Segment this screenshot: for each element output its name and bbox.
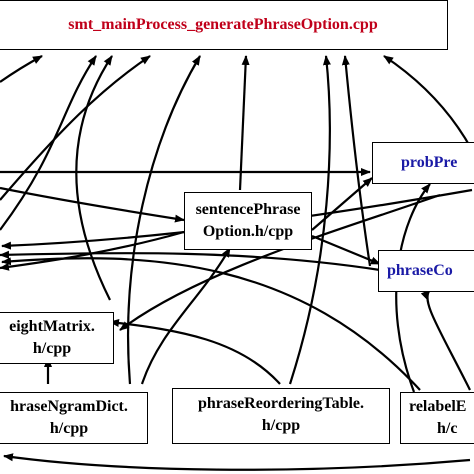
- relabel-node: relabelE h/c: [400, 392, 474, 444]
- edge-phrasecon-to-main: [341, 55, 372, 267]
- phrase-con-node: phraseCo: [378, 250, 474, 292]
- edge-left-bottom-to-main: [0, 55, 97, 231]
- edge-phrasengram-to-main-1: [127, 55, 201, 385]
- sentence-phrase-label-line2: Option.h/cpp: [202, 223, 294, 240]
- edge-phrasecon-to-left: [0, 250, 381, 272]
- relabel-label-line1: relabelE: [409, 398, 467, 415]
- edge-sentencephrase-to-phrasecon: [311, 234, 381, 266]
- phrase-reordering-table-node: phraseReorderingTable. h/cpp: [172, 388, 390, 444]
- main-process-label: smt_mainProcess_generatePhraseOption.cpp: [68, 16, 378, 33]
- sentence-phrase-label-line1: sentencePhrase: [195, 201, 301, 218]
- weight-matrix-label-line1: eightMatrix.: [9, 318, 95, 335]
- edge-left-to-sentencephrase: [0, 186, 185, 223]
- sentence-phrase-option-node: sentencePhrase Option.h/cpp: [184, 192, 312, 250]
- phrase-reordering-label-line2: h/cpp: [261, 417, 301, 434]
- edge-left-mid-to-main: [0, 55, 151, 201]
- phrase-reordering-label-line1: phraseReorderingTable.: [197, 395, 365, 412]
- edge-relabel-to-weightmatrix: [119, 193, 441, 331]
- relabel-label-line2: h/c: [437, 420, 458, 437]
- edge-phrasereordering-to-main: [288, 55, 331, 385]
- main-process-node: smt_mainProcess_generatePhraseOption.cpp: [0, 0, 448, 50]
- phrase-ngram-dict-node: hraseNgramDict. h/cpp: [0, 392, 148, 444]
- prob-pre-node: probPre: [372, 142, 474, 184]
- edge-probpre-to-main: [383, 55, 473, 151]
- prob-pre-label: probPre: [401, 154, 458, 171]
- edge-phrasengram-to-sentencephrase: [140, 247, 231, 385]
- edge-relabel-to-phrasecon: [420, 289, 471, 391]
- phrase-ngram-label-line1: hraseNgramDict.: [10, 398, 128, 415]
- phrase-ngram-label-line2: h/cpp: [49, 420, 89, 437]
- phrase-con-label: phraseCo: [387, 262, 453, 279]
- weight-matrix-node: eightMatrix. h/cpp: [0, 312, 114, 364]
- edge-sentencephrase-to-probpre: [311, 177, 373, 231]
- edge-relabel-to-left-bottom: [3, 453, 471, 471]
- weight-matrix-label-line2: h/cpp: [32, 340, 72, 357]
- edge-sentencephrase-to-main: [238, 55, 250, 191]
- edge-phrasereordering-to-weightmatrix: [109, 319, 281, 385]
- edge-weightmatrix-to-main: [75, 55, 113, 301]
- edge-left-to-main: [0, 55, 43, 83]
